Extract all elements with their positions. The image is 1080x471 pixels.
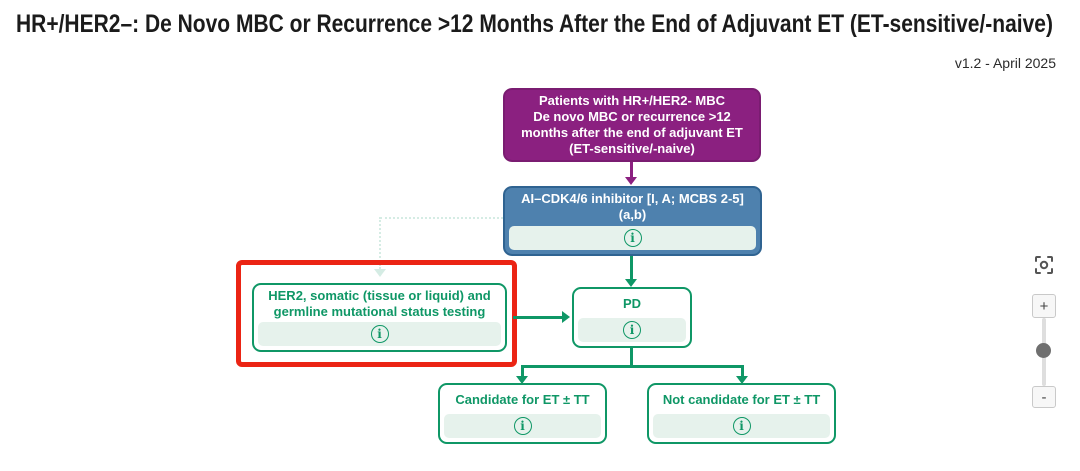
arrowhead-dotted-connector [374,269,386,277]
node-cdk46-label: AI–CDK4/6 inhibitor [I, A; MCBS 2-5] (a,… [521,191,744,222]
arrowhead-patients-to-cdk [625,177,637,185]
node-mutational-testing: HER2, somatic (tissue or liquid) and ger… [252,283,507,352]
arrowhead-testing-to-pd [562,311,570,323]
node-not-candidate-info-strip: i [653,414,830,438]
red-highlight-box [236,260,517,367]
arrow-patients-to-cdk [630,162,633,177]
connector-pd-split [521,365,744,368]
arrow-cdk-to-pd [630,256,633,279]
node-pd-label: PD [622,295,642,311]
page-title: HR+/HER2–: De Novo MBC or Recurrence >12… [16,10,1053,38]
fit-to-screen-button[interactable] [1030,252,1058,280]
node-cdk46-info-strip: i [509,226,756,250]
connector-left-branch [521,365,524,376]
node-cdk46-inhibitor: AI–CDK4/6 inhibitor [I, A; MCBS 2-5] (a,… [503,186,762,256]
arrow-testing-to-pd [513,316,562,319]
info-icon[interactable]: i [732,417,751,435]
info-icon[interactable]: i [623,321,641,339]
version-label: v1.2 - April 2025 [954,55,1056,71]
zoom-out-button[interactable]: - [1032,386,1056,408]
arrowhead-left-branch [516,376,528,384]
zoom-in-button[interactable]: + [1032,294,1056,318]
fit-to-screen-icon [1033,254,1055,279]
node-pd: PD i [572,287,692,348]
arrowhead-cdk-to-pd [625,279,637,287]
info-icon[interactable]: i [370,325,389,343]
info-icon[interactable]: i [513,417,532,435]
node-candidate-label: Candidate for ET ± TT [455,391,590,407]
node-patients: Patients with HR+/HER2- MBC De novo MBC … [503,88,761,162]
dotted-connector-horizontal [380,217,503,219]
node-patients-label: Patients with HR+/HER2- MBC De novo MBC … [521,93,743,156]
node-pd-info-strip: i [578,318,686,342]
node-mutational-testing-label: HER2, somatic (tissue or liquid) and ger… [268,287,491,319]
node-mutational-testing-info-strip: i [258,322,501,346]
node-candidate-info-strip: i [444,414,601,438]
node-candidate-et-tt: Candidate for ET ± TT i [438,383,607,444]
node-not-candidate-et-tt: Not candidate for ET ± TT i [647,383,836,444]
arrowhead-right-branch [736,376,748,384]
connector-right-branch [741,365,744,376]
info-icon[interactable]: i [623,229,642,247]
dotted-connector-vertical [379,217,381,269]
node-not-candidate-label: Not candidate for ET ± TT [662,391,821,407]
connector-pd-down [630,348,633,368]
zoom-slider-handle[interactable] [1036,343,1051,358]
